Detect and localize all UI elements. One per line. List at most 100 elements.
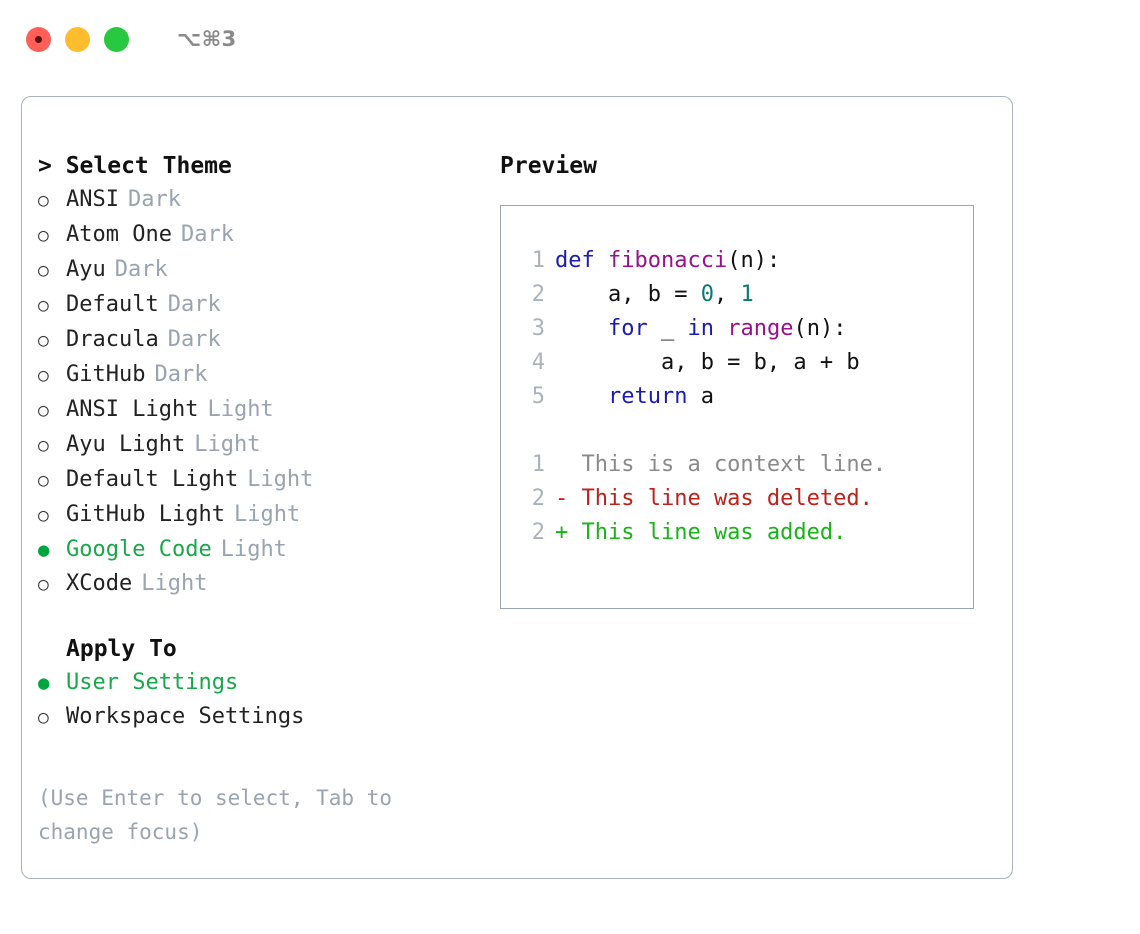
theme-option-variant-tag: Light xyxy=(247,467,314,492)
diff-line-number: 1 xyxy=(531,452,545,477)
minimize-window-button[interactable] xyxy=(65,26,90,52)
theme-option-dracula[interactable]: ○ Dracula Dark xyxy=(38,323,478,358)
code-token-kw: return xyxy=(607,384,688,409)
radio-unselected-icon: ○ xyxy=(38,505,49,526)
theme-option-xcode[interactable]: ○ XCode Light xyxy=(38,567,478,602)
theme-option-variant-tag: Light xyxy=(141,571,208,596)
theme-option-variant-tag: Dark xyxy=(167,327,221,352)
code-line-text: a, b = b, a + b xyxy=(555,346,860,380)
preview-header: Preview xyxy=(500,153,597,179)
theme-option-label: Default xyxy=(66,292,159,317)
theme-option-label: ANSI Light xyxy=(66,397,199,422)
theme-option-google-code[interactable]: ● Google Code Light xyxy=(38,533,478,567)
diff-line: 2 - This line was deleted. xyxy=(513,482,973,516)
code-token-kw: in xyxy=(687,316,714,341)
theme-option-label: Atom One xyxy=(66,222,172,247)
theme-option-label: Google Code xyxy=(66,537,212,562)
window-controls xyxy=(26,26,129,52)
window-title-shortcut: ⌥⌘3 xyxy=(177,27,237,51)
radio-unselected-icon: ○ xyxy=(38,330,49,351)
theme-option-variant-tag: Dark xyxy=(114,257,168,282)
code-token-num: 0 xyxy=(700,282,714,307)
theme-option-variant-tag: Light xyxy=(194,432,261,457)
code-token-kw: def xyxy=(555,248,608,273)
theme-option-atom-one[interactable]: ○ Atom One Dark xyxy=(38,218,478,253)
code-line-text: def fibonacci(n): xyxy=(555,244,780,278)
code-line-number: 4 xyxy=(531,350,545,375)
theme-option-label: XCode xyxy=(66,571,133,596)
radio-selected-icon: ● xyxy=(38,672,50,694)
radio-unselected-icon: ○ xyxy=(38,260,49,281)
radio-unselected-icon: ○ xyxy=(38,225,49,246)
theme-option-variant-tag: Light xyxy=(233,502,301,527)
apply-to-option-workspace-settings[interactable]: ○ Workspace Settings xyxy=(38,700,478,735)
code-token-pl xyxy=(714,316,727,341)
apply-to-option-user-settings[interactable]: ● User Settings xyxy=(38,666,478,700)
hint-spacer xyxy=(38,735,478,781)
radio-selected-icon: ● xyxy=(38,539,50,561)
diff-line: 2 + This line was added. xyxy=(513,516,973,550)
code-token-pl: , xyxy=(713,282,741,307)
code-line: 3 for _ in range(n): xyxy=(513,312,973,346)
keyboard-hint-text: (Use Enter to select, Tab to change focu… xyxy=(38,786,393,844)
theme-option-ayu-light[interactable]: ○ Ayu Light Light xyxy=(38,428,478,463)
theme-option-variant-tag: Light xyxy=(207,397,274,422)
code-token-pl xyxy=(555,316,608,341)
radio-unselected-icon: ○ xyxy=(38,435,49,456)
code-token-pl xyxy=(555,384,608,409)
diff-line-number: 2 xyxy=(531,486,545,511)
code-token-pl: a xyxy=(687,384,714,409)
code-line-text: for _ in range(n): xyxy=(555,312,846,346)
code-line-text: return a xyxy=(555,380,714,414)
code-line: 5 return a xyxy=(513,380,973,414)
theme-option-variant-tag: Dark xyxy=(167,292,221,317)
code-token-pl: (n): xyxy=(793,316,847,341)
radio-unselected-icon: ○ xyxy=(38,707,49,728)
code-line-number: 5 xyxy=(531,384,545,409)
theme-option-label: Dracula xyxy=(66,327,159,352)
code-token-fn: range xyxy=(727,316,794,341)
radio-unselected-icon: ○ xyxy=(38,400,49,421)
theme-option-variant-tag: Dark xyxy=(127,187,181,212)
maximize-window-button[interactable] xyxy=(104,26,129,52)
diff-sample: 1 This is a context line.2- This line wa… xyxy=(513,448,973,550)
theme-option-label: GitHub xyxy=(66,362,146,387)
code-token-pl: _ xyxy=(647,316,688,341)
code-token-pl: a, b = b, a + b xyxy=(555,350,860,375)
theme-option-github-light[interactable]: ○ GitHub Light Light xyxy=(38,498,478,533)
theme-option-label: Default Light xyxy=(66,467,239,492)
code-token-pl: a, b = xyxy=(555,282,701,307)
diff-line-number: 2 xyxy=(531,520,545,545)
radio-unselected-icon: ○ xyxy=(38,365,49,386)
theme-option-label: GitHub Light xyxy=(66,502,225,527)
code-token-pl: (n): xyxy=(727,248,781,273)
code-token-fn: fibonacci xyxy=(607,248,728,273)
theme-option-ansi-light[interactable]: ○ ANSI Light Light xyxy=(38,393,478,428)
theme-option-variant-tag: Dark xyxy=(180,222,234,247)
theme-option-variant-tag: Light xyxy=(220,537,287,562)
section-spacer xyxy=(38,602,478,632)
code-token-kw: for xyxy=(607,316,648,341)
apply-to-header: Apply To xyxy=(66,636,177,662)
apply-to-option-label: User Settings xyxy=(66,670,239,695)
diff-line-text-del: - This line was deleted. xyxy=(555,486,873,511)
apply-to-option-list: ● User Settings ○ Workspace Settings xyxy=(38,666,478,735)
theme-option-label: ANSI xyxy=(66,187,119,212)
apply-to-option-label: Workspace Settings xyxy=(66,704,305,729)
theme-option-label: Ayu Light xyxy=(66,432,186,457)
close-window-button[interactable] xyxy=(26,26,51,52)
code-line-text: a, b = 0, 1 xyxy=(555,278,754,312)
radio-unselected-icon: ○ xyxy=(38,574,49,595)
diff-line-text-add: + This line was added. xyxy=(555,520,847,545)
